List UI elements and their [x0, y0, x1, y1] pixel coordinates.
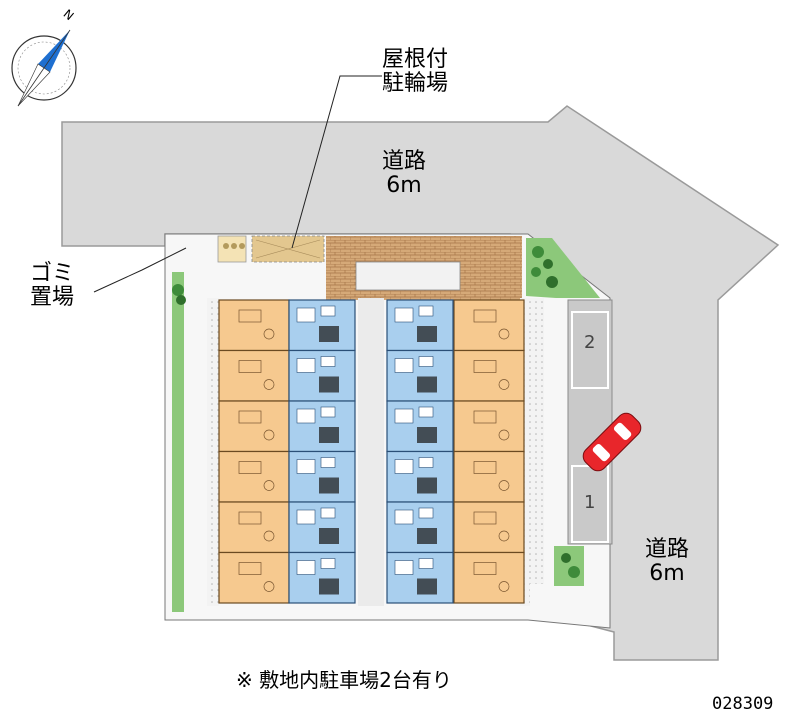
left-green-strip — [172, 272, 186, 612]
property-code: 028309 — [712, 694, 774, 714]
trash-label-line1: ゴミ — [30, 261, 75, 286]
left-building — [218, 299, 356, 604]
right-green-area — [526, 238, 600, 586]
apartment-unit — [386, 551, 525, 604]
road-right-label: 道路 6m — [632, 538, 702, 586]
bike-shelter — [251, 235, 325, 263]
leader-lines — [93, 75, 382, 293]
car-icon — [582, 412, 642, 472]
parking-note: ※ 敷地内駐車場2台有り — [236, 668, 452, 692]
apartment-unit — [386, 501, 525, 554]
apartment-unit — [386, 299, 525, 352]
apartment-unit — [218, 551, 356, 604]
parking-space-1: 1 — [584, 492, 596, 513]
apartment-unit — [218, 400, 356, 453]
brick-area — [326, 236, 522, 300]
parking-lot — [567, 299, 613, 545]
road-right-label-line2: 6m — [649, 561, 685, 586]
parking-space-2: 2 — [584, 332, 596, 353]
trash-area — [217, 235, 247, 263]
apartment-unit — [386, 450, 525, 503]
roof-bike-label-line2: 駐輪場 — [382, 71, 449, 96]
corridors — [207, 298, 530, 606]
road-top-label-line2: 6m — [386, 173, 422, 198]
apartment-unit — [218, 349, 356, 402]
trash-label-line2: 置場 — [30, 285, 75, 310]
roof-bike-label: 屋根付 駐輪場 — [382, 48, 448, 96]
apartment-unit — [218, 299, 356, 352]
right-building — [386, 299, 525, 604]
apartment-unit — [386, 349, 525, 402]
road-top-label: 道路 6m — [374, 150, 434, 198]
compass-icon — [11, 29, 77, 107]
road-right-label-line1: 道路 — [644, 537, 689, 562]
road-top-label-line1: 道路 — [381, 149, 426, 174]
trash-label: ゴミ 置場 — [30, 262, 74, 310]
roof-bike-label-line1: 屋根付 — [382, 47, 449, 72]
apartment-unit — [218, 501, 356, 554]
apartment-unit — [386, 400, 525, 453]
apartment-unit — [218, 450, 356, 503]
